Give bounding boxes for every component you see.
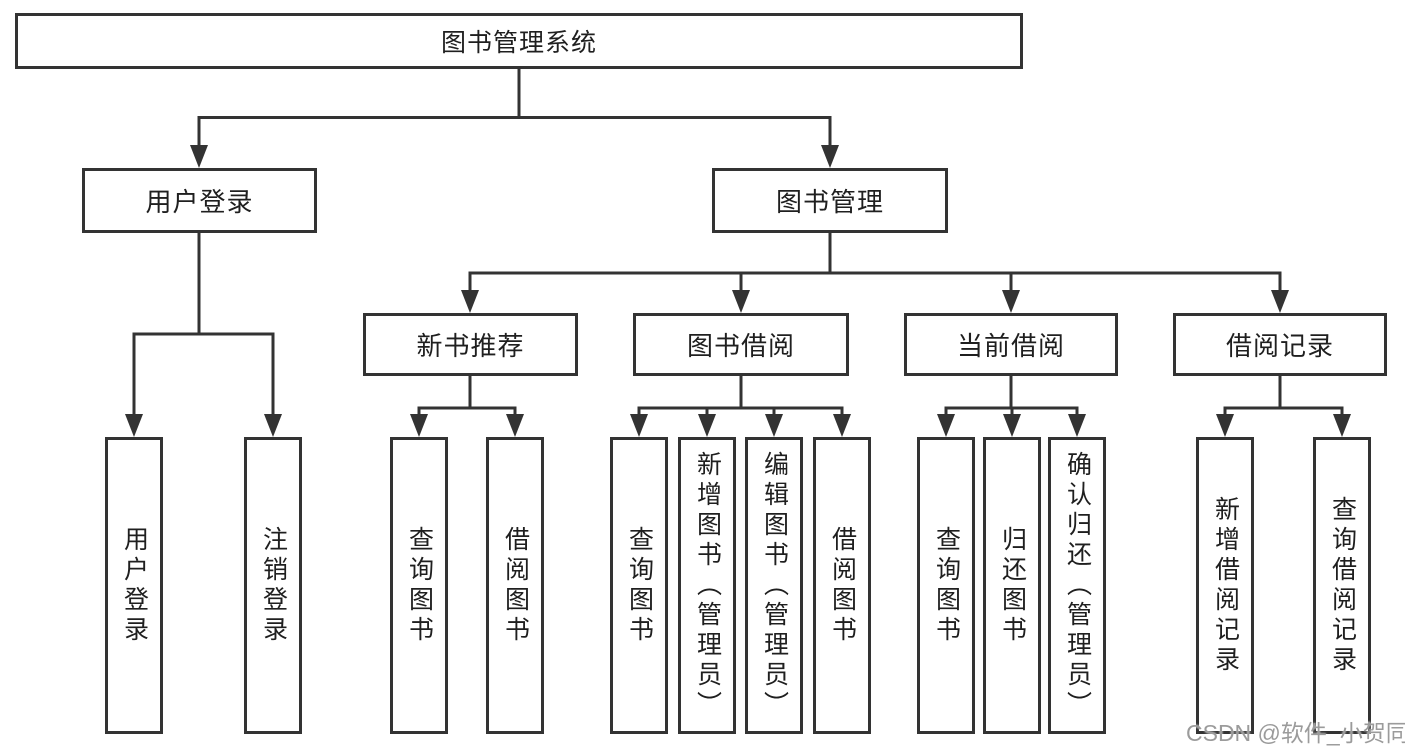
node-current-borrowing: 当前借阅: [904, 313, 1118, 376]
node-borrowing-records-label: 借阅记录: [1225, 331, 1334, 361]
leaf-node-current-confirm-return: 确认归还（管理员）: [1048, 437, 1106, 734]
node-new-book-recommend-label: 新书推荐: [416, 331, 525, 361]
leaf-node-records-query-record: 查询借阅记录: [1313, 437, 1371, 734]
root-node-label: 图书管理系统: [440, 29, 597, 57]
leaf-node-borrow-borrow-books: 借阅图书: [813, 437, 871, 734]
node-book-management: 图书管理: [712, 168, 948, 233]
leaf-node-user-login: 用户登录: [105, 437, 163, 734]
node-book-management-label: 图书管理: [775, 187, 884, 217]
root-node-system: 图书管理系统: [15, 13, 1023, 69]
leaf-node-recommend-borrow-books-label: 借阅图书: [501, 525, 530, 646]
leaf-node-recommend-query-books-label: 查询图书: [405, 525, 434, 646]
node-book-borrowing: 图书借阅: [633, 313, 849, 376]
node-book-borrowing-label: 图书借阅: [686, 331, 795, 361]
leaf-node-records-add-record-label: 新增借阅记录: [1211, 495, 1240, 676]
node-user-login: 用户登录: [82, 168, 317, 233]
leaf-node-borrow-query-books-label: 查询图书: [625, 525, 654, 646]
leaf-node-logout: 注销登录: [244, 437, 302, 734]
leaf-node-current-confirm-return-label: 确认归还（管理员）: [1063, 450, 1092, 721]
leaf-node-recommend-query-books: 查询图书: [390, 437, 448, 734]
node-user-login-label: 用户登录: [145, 187, 254, 217]
leaf-node-records-add-record: 新增借阅记录: [1196, 437, 1254, 734]
leaf-node-borrow-edit-books-label: 编辑图书（管理员）: [760, 450, 789, 721]
leaf-node-current-query-books-label: 查询图书: [932, 525, 961, 646]
leaf-node-borrow-add-books: 新增图书（管理员）: [678, 437, 736, 734]
leaf-node-records-query-record-label: 查询借阅记录: [1328, 495, 1357, 676]
leaf-node-current-return-books: 归还图书: [983, 437, 1041, 734]
leaf-node-borrow-borrow-books-label: 借阅图书: [828, 525, 857, 646]
leaf-node-recommend-borrow-books: 借阅图书: [486, 437, 544, 734]
leaf-node-borrow-add-books-label: 新增图书（管理员）: [693, 450, 722, 721]
node-current-borrowing-label: 当前借阅: [956, 331, 1065, 361]
down-arrowheads: [125, 145, 1351, 437]
node-new-book-recommend: 新书推荐: [363, 313, 578, 376]
leaf-node-borrow-query-books: 查询图书: [610, 437, 668, 734]
leaf-node-user-login-label: 用户登录: [120, 525, 149, 646]
leaf-node-current-query-books: 查询图书: [917, 437, 975, 734]
csdn-watermark: CSDN @软件_小贺同学: [1186, 720, 1405, 746]
leaf-node-borrow-edit-books: 编辑图书（管理员）: [745, 437, 803, 734]
leaf-node-current-return-books-label: 归还图书: [998, 525, 1027, 646]
node-borrowing-records: 借阅记录: [1173, 313, 1387, 376]
leaf-node-logout-label: 注销登录: [259, 525, 288, 646]
